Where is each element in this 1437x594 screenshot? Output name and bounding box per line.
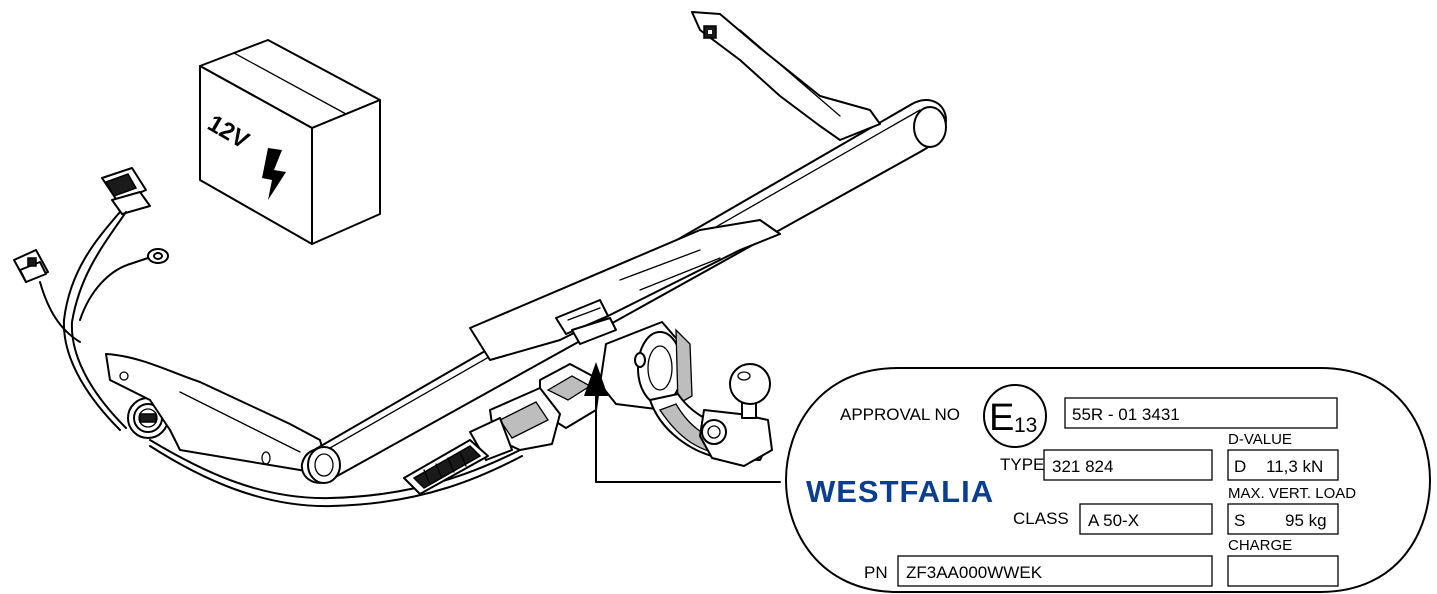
s-value: 95 kg (1285, 511, 1327, 530)
ground-ring-terminal (129, 248, 169, 265)
svg-text:13: 13 (1014, 414, 1037, 437)
max-vert-load-label: MAX. VERT. LOAD (1228, 485, 1356, 502)
type-value: 321 824 (1052, 457, 1113, 476)
charge-label: CHARGE (1228, 537, 1292, 554)
harness-connector-large (101, 167, 151, 215)
d-symbol: D (1234, 457, 1246, 476)
electrical-socket-assembly (403, 299, 617, 495)
release-handle (403, 439, 489, 495)
d-value-field (1227, 449, 1339, 481)
class-value: A 50-X (1088, 511, 1139, 530)
pn-value: ZF3AA000WWEK (906, 563, 1043, 582)
approval-number-field (1064, 397, 1338, 429)
pn-field (897, 555, 1213, 587)
tow-ball (729, 363, 771, 405)
type-label: TYPE (1000, 455, 1044, 474)
harness-connector-small (13, 249, 49, 283)
svg-text:E: E (989, 397, 1014, 439)
swivel-ball-unit (599, 321, 773, 467)
type-field (1043, 449, 1213, 481)
pn-label: PN (864, 563, 888, 582)
class-label: CLASS (1013, 509, 1069, 528)
wiring-harness (13, 167, 523, 508)
identification-plate: APPROVAL NO E 13 55R - 01 3431 WESTFALIA… (785, 367, 1431, 593)
approval-number-value: 55R - 01 3431 (1072, 405, 1180, 424)
s-value-field (1227, 503, 1339, 535)
tow-bar-beam (105, 11, 947, 484)
d-value-label: D-VALUE (1228, 431, 1292, 448)
lightning-icon (262, 148, 286, 200)
approval-no-label: APPROVAL NO (840, 405, 960, 424)
pointer-arrow (584, 362, 781, 483)
battery-box: 12V (199, 39, 381, 245)
charge-field (1227, 555, 1339, 587)
brand-logo: WESTFALIA (806, 474, 994, 509)
class-field (1079, 503, 1213, 535)
e-mark-icon: E 13 (983, 384, 1047, 448)
d-value: 11,3 kN (1266, 457, 1323, 476)
s-symbol: S (1234, 511, 1245, 530)
